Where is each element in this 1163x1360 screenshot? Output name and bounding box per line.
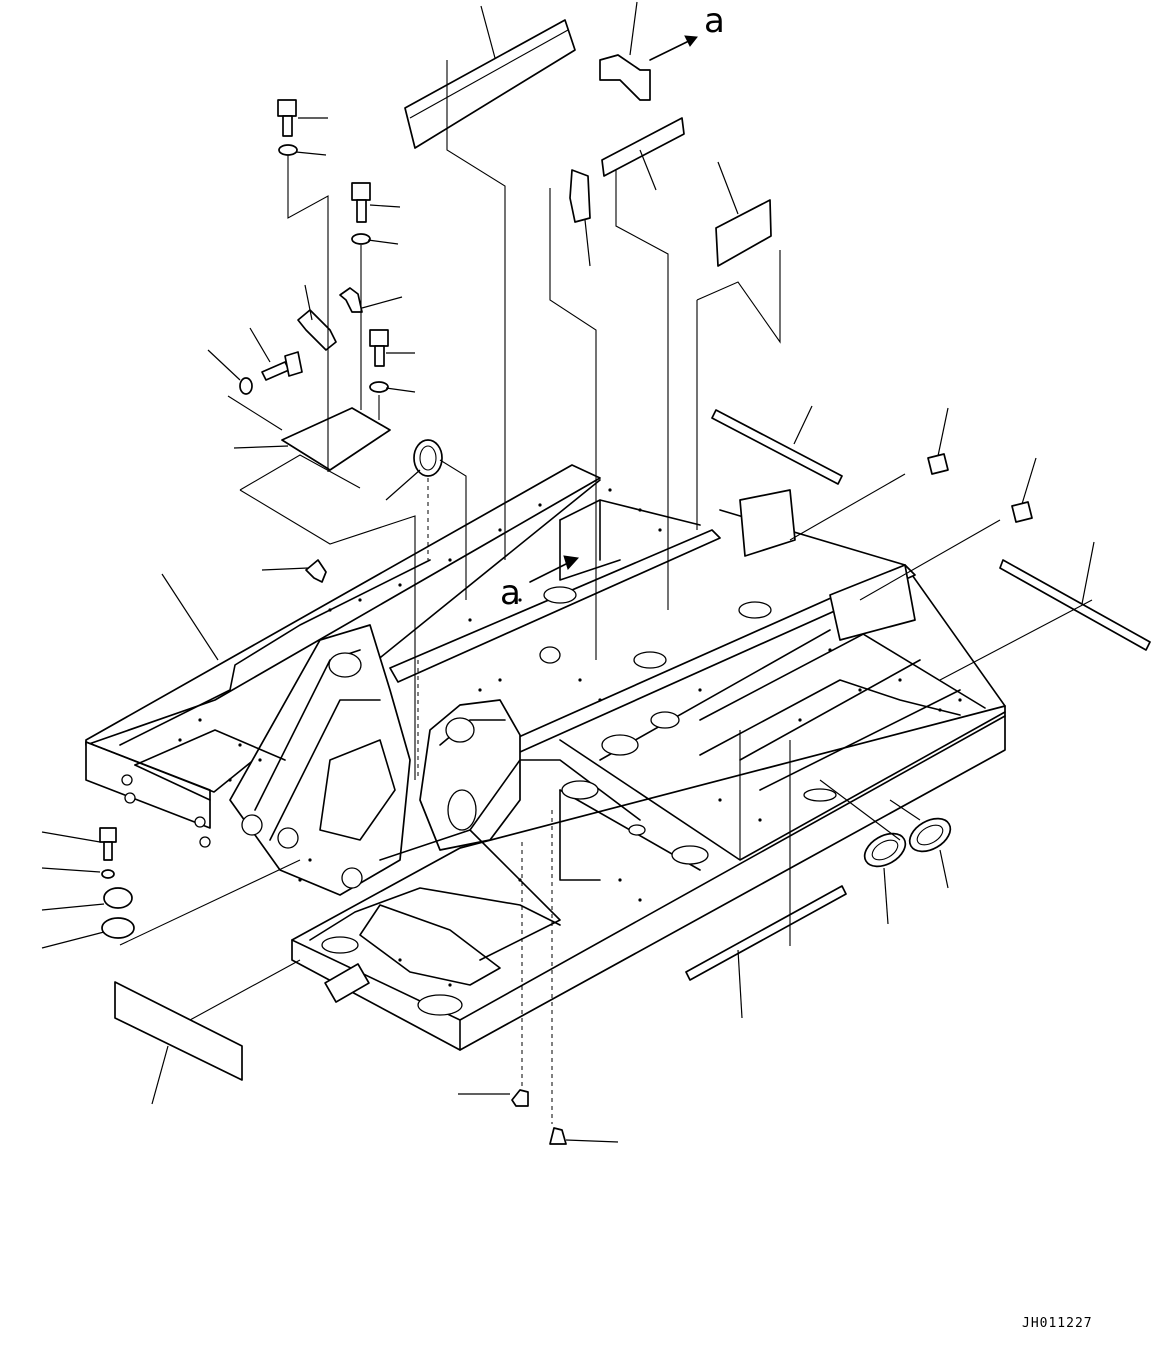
side-bolt (261, 361, 290, 381)
mount-plate (281, 407, 391, 471)
pad-small-2 (1011, 501, 1033, 523)
assembly-lines (119, 60, 1093, 1124)
pad-plate (715, 199, 772, 267)
grommet-oval-1 (863, 832, 907, 868)
view-arrowhead (563, 555, 580, 570)
grommet-ring (413, 439, 443, 477)
leader-lines (41, 1, 1095, 1143)
right-bar-1 (711, 409, 843, 485)
view-label-a-frame: a (500, 573, 521, 613)
bolt-washer-set-2 (99, 827, 135, 939)
view-arrow (529, 561, 571, 583)
rivet-dots (178, 488, 962, 987)
clip-bracket (569, 169, 591, 223)
view-label-a-top: a (704, 1, 725, 41)
right-bar-2 (999, 559, 1151, 651)
cover-pad (114, 981, 243, 1081)
plug-2 (549, 1127, 567, 1145)
angle-bracket (297, 309, 337, 351)
plug-1 (511, 1089, 529, 1107)
pad-small-1 (927, 453, 949, 475)
nut (239, 377, 253, 395)
revolving-frame (85, 464, 1006, 1051)
flat-bar (601, 117, 685, 177)
small-clip (305, 559, 327, 583)
grommet-oval-2 (908, 817, 952, 853)
drawing-id: JH011227 (1022, 1316, 1093, 1331)
cover-bracket-a (599, 54, 651, 101)
bolt-washer-set-1 (277, 99, 389, 393)
hook-bracket (339, 287, 363, 313)
